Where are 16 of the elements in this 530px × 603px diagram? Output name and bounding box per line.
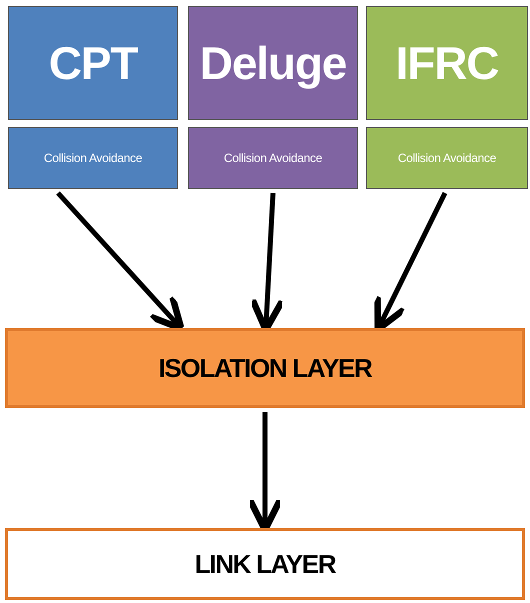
box-label: CPT — [48, 36, 138, 90]
layer-box — [5, 528, 525, 600]
box-label: LINK LAYER — [194, 548, 336, 580]
box-label: Collision Avoidance — [224, 150, 322, 167]
component-box — [188, 127, 358, 189]
box-label: Collision Avoidance — [44, 150, 142, 167]
component-box — [366, 127, 528, 189]
layer-box — [5, 328, 525, 408]
component-box — [8, 6, 178, 120]
component-box — [8, 127, 178, 189]
component-box — [366, 6, 528, 120]
box-label: Collision Avoidance — [398, 150, 496, 167]
component-box — [188, 6, 358, 120]
box-label: Deluge — [200, 36, 346, 91]
box-label: ISOLATION LAYER — [158, 352, 372, 384]
box-label: IFRC — [396, 36, 498, 90]
